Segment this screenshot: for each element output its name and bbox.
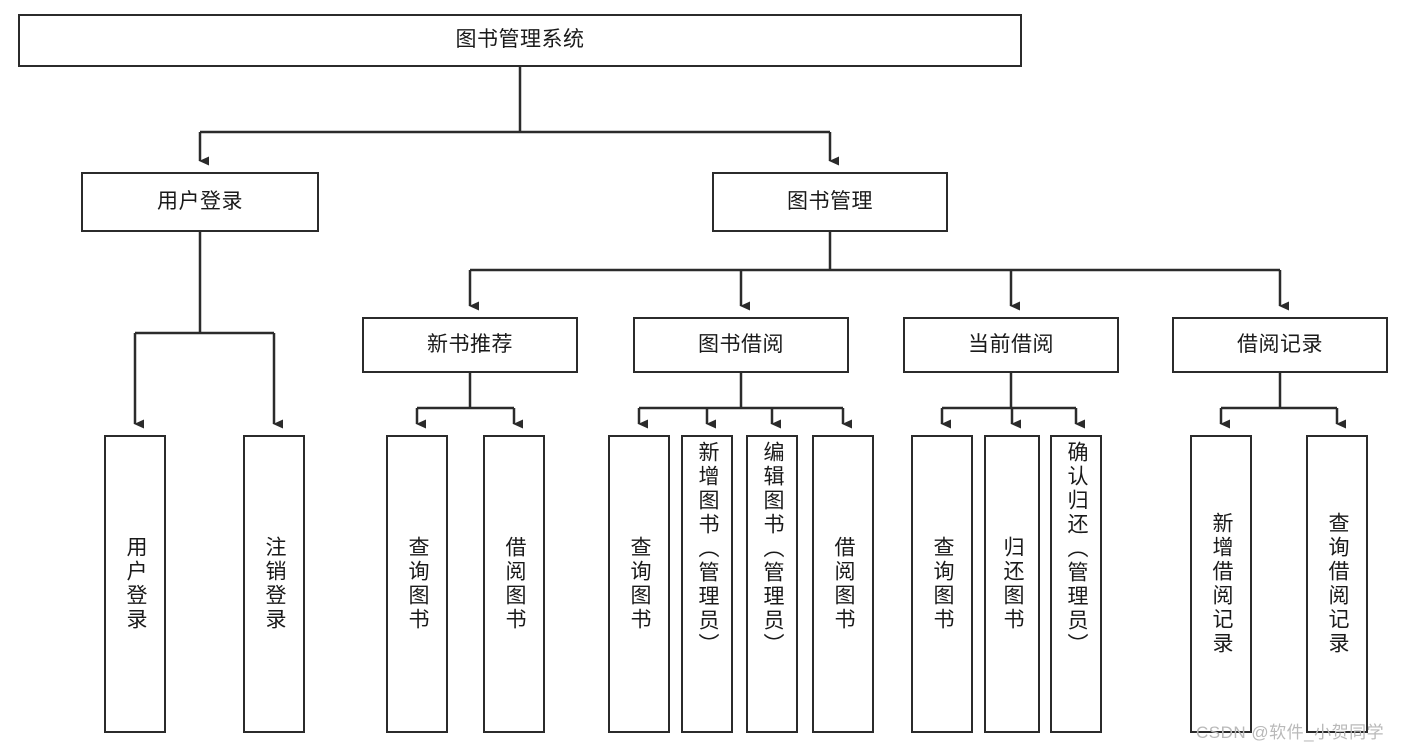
node-new-book-rec[interactable]: 新书推荐 <box>362 317 578 373</box>
node-leaf-edit-book[interactable]: 编辑图书（管理员） <box>746 435 798 733</box>
node-root[interactable]: 图书管理系统 <box>18 14 1022 67</box>
node-label: 查询借阅记录 <box>1326 512 1350 656</box>
node-label: 新增图书（管理员） <box>696 441 720 657</box>
node-leaf-confirm-return[interactable]: 确认归还（管理员） <box>1050 435 1102 733</box>
node-leaf-query-book-2[interactable]: 查询图书 <box>608 435 670 733</box>
node-leaf-borrow-book-2[interactable]: 借阅图书 <box>812 435 874 733</box>
node-current-borrow[interactable]: 当前借阅 <box>903 317 1119 373</box>
node-label: 图书管理系统 <box>455 28 585 52</box>
node-label: 查询图书 <box>931 536 955 632</box>
node-label: 借阅图书 <box>832 536 856 632</box>
node-label: 借阅记录 <box>1237 332 1323 356</box>
node-borrow-record[interactable]: 借阅记录 <box>1172 317 1388 373</box>
node-label: 新书推荐 <box>427 332 513 356</box>
node-label: 图书管理 <box>787 189 873 213</box>
node-label: 用户登录 <box>157 189 243 213</box>
node-label: 确认归还（管理员） <box>1065 441 1089 657</box>
node-label: 图书借阅 <box>698 332 784 356</box>
node-label: 借阅图书 <box>503 536 527 632</box>
node-leaf-query-book-1[interactable]: 查询图书 <box>386 435 448 733</box>
node-label: 用户登录 <box>124 536 148 632</box>
node-label: 编辑图书（管理员） <box>761 441 785 657</box>
node-label: 新增借阅记录 <box>1210 512 1234 656</box>
node-leaf-query-record[interactable]: 查询借阅记录 <box>1306 435 1368 733</box>
node-leaf-add-book[interactable]: 新增图书（管理员） <box>681 435 733 733</box>
node-leaf-add-record[interactable]: 新增借阅记录 <box>1190 435 1252 733</box>
node-leaf-logout[interactable]: 注销登录 <box>243 435 305 733</box>
node-label: 查询图书 <box>406 536 430 632</box>
node-book-manage[interactable]: 图书管理 <box>712 172 948 232</box>
node-leaf-return-book[interactable]: 归还图书 <box>984 435 1040 733</box>
node-leaf-query-book-3[interactable]: 查询图书 <box>911 435 973 733</box>
node-label: 当前借阅 <box>968 332 1054 356</box>
node-label: 注销登录 <box>263 536 287 632</box>
node-user-login[interactable]: 用户登录 <box>81 172 319 232</box>
node-leaf-borrow-book-1[interactable]: 借阅图书 <box>483 435 545 733</box>
node-label: 查询图书 <box>628 536 652 632</box>
node-label: 归还图书 <box>1001 536 1025 632</box>
node-book-borrow[interactable]: 图书借阅 <box>633 317 849 373</box>
node-leaf-user-login[interactable]: 用户登录 <box>104 435 166 733</box>
watermark: CSDN @软件_小贺同学 <box>1196 723 1385 742</box>
